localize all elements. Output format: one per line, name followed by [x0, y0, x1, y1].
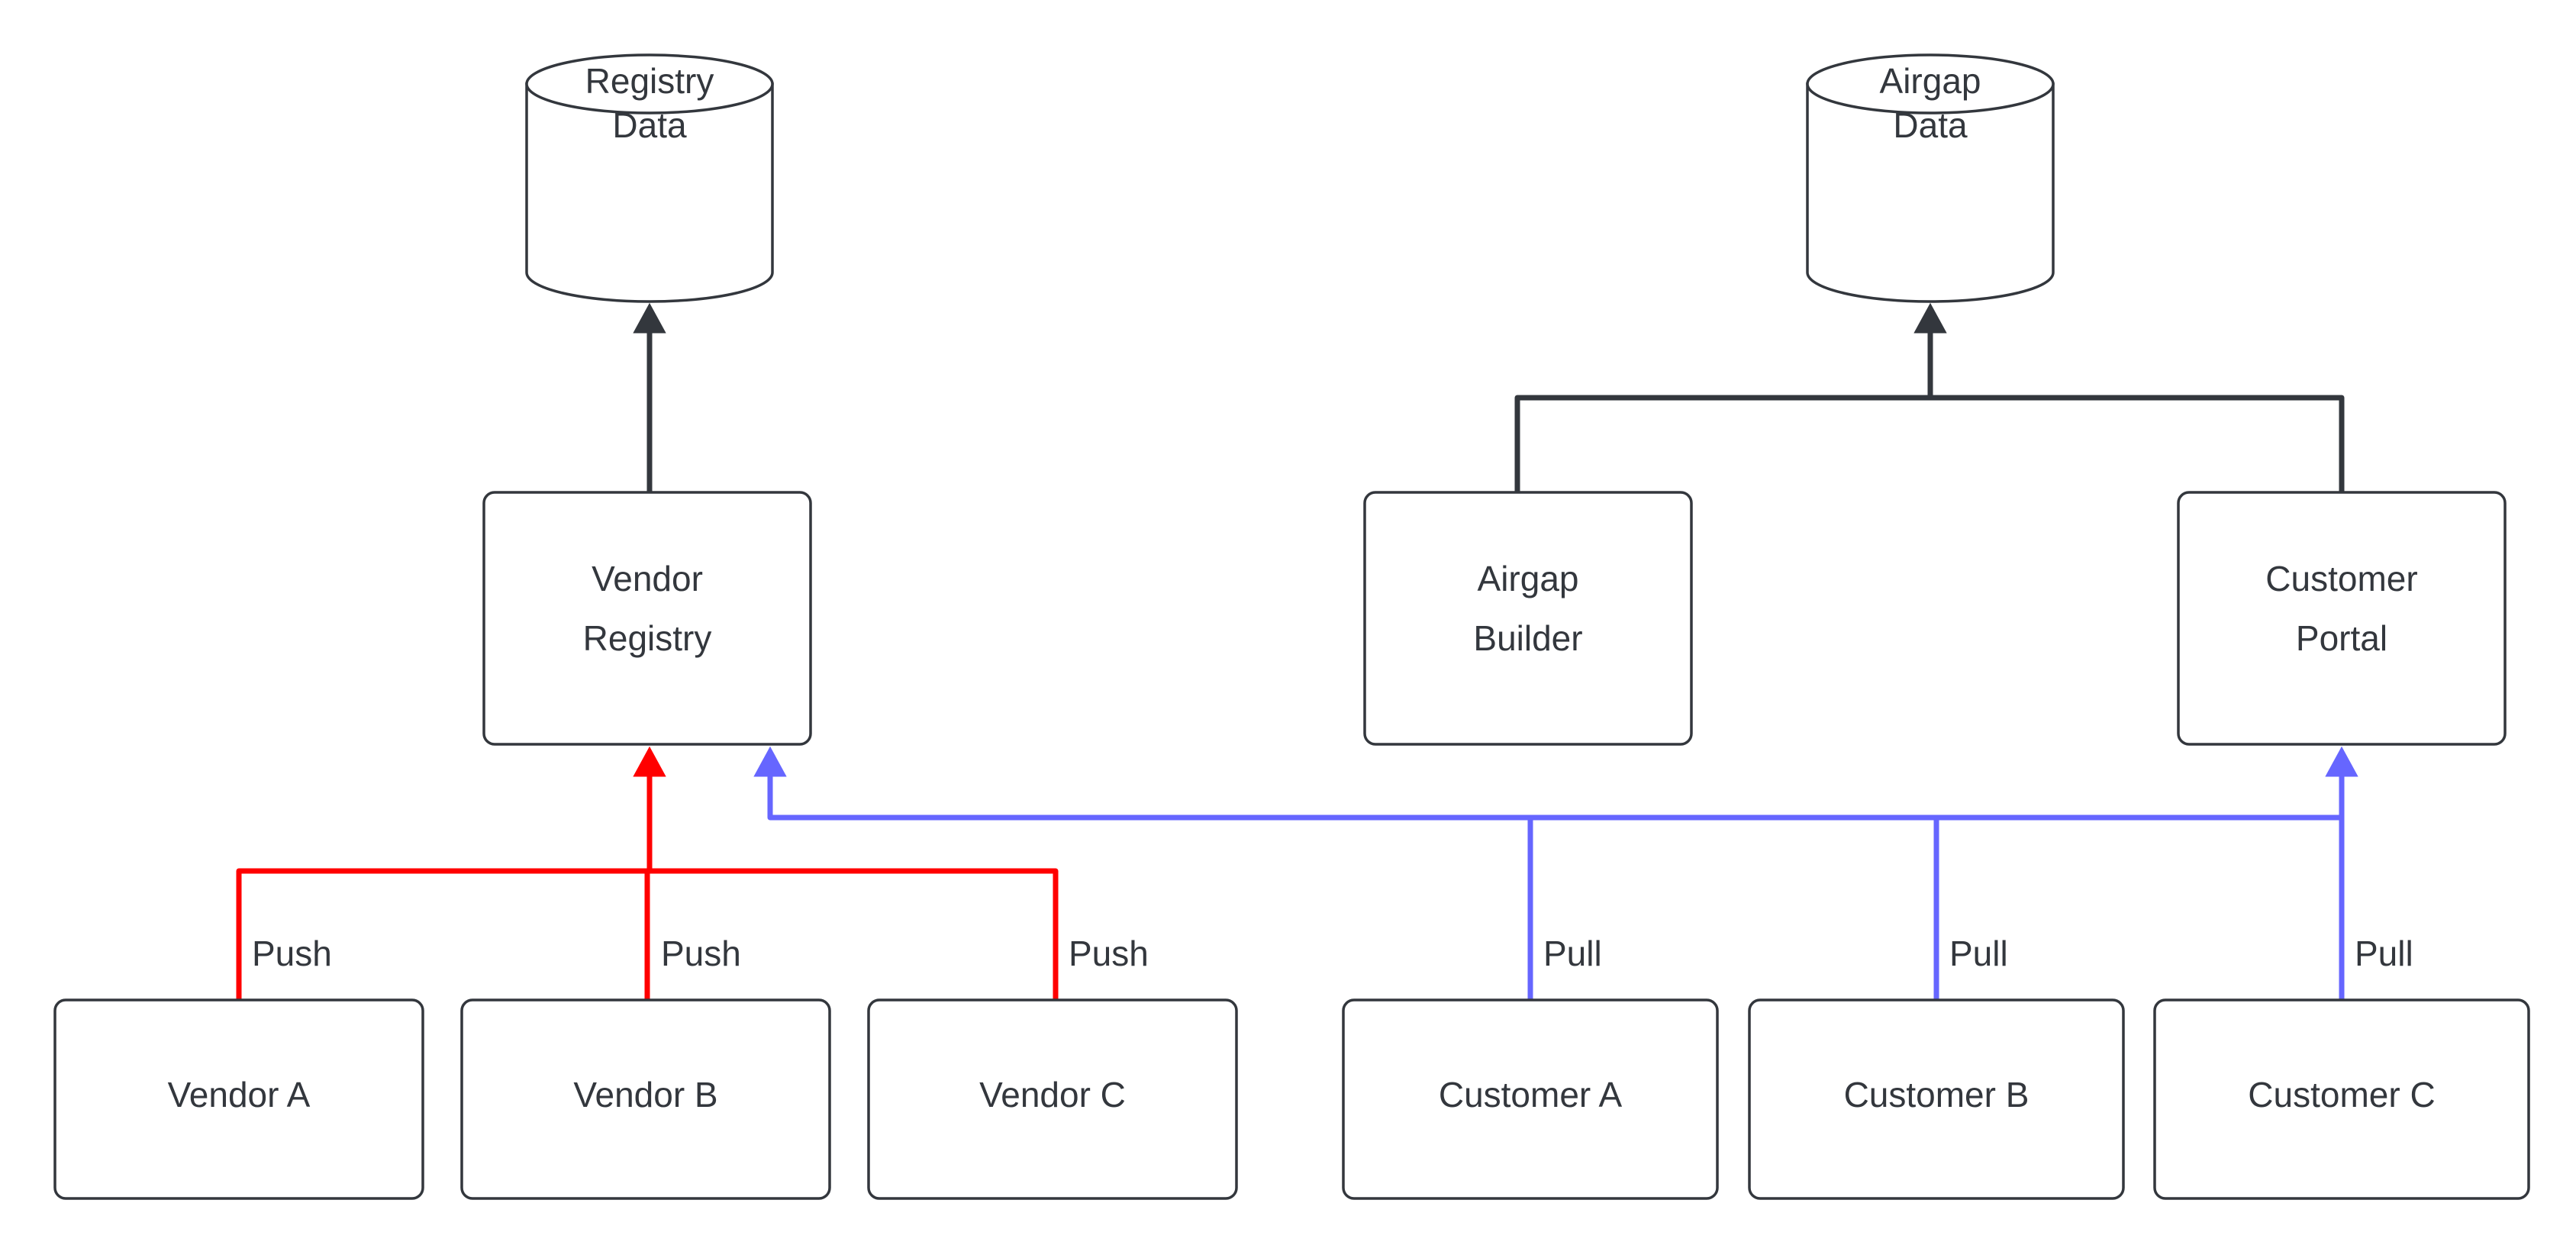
edge-push-vendor-c — [650, 868, 1059, 1000]
node-customer-portal-line1: Customer — [2265, 559, 2417, 598]
edge-label-push-vendor-c: Push — [1069, 934, 1149, 973]
node-customer-c-label: Customer C — [2248, 1075, 2435, 1114]
node-vendor-b[interactable]: Vendor B — [460, 998, 831, 1200]
edge-label-pull-customer-a: Pull — [1543, 934, 1602, 973]
edge-label-pull-customer-c: Pull — [2355, 934, 2413, 973]
node-vendor-registry-line2: Registry — [583, 618, 712, 658]
node-vendor-a-label: Vendor A — [168, 1075, 311, 1114]
edge-pull-customer-a — [753, 746, 1533, 1000]
edge-label-pull-customer-b: Pull — [1949, 934, 2008, 973]
node-vendor-registry[interactable]: Vendor Registry — [482, 491, 812, 746]
node-vendor-b-label: Vendor B — [573, 1075, 717, 1114]
node-vendor-c-label: Vendor C — [979, 1075, 1126, 1114]
edge-label-push-vendor-b: Push — [661, 934, 741, 973]
node-airgap-builder[interactable]: Airgap Builder — [1363, 491, 1693, 746]
node-customer-a[interactable]: Customer A — [1342, 998, 1719, 1200]
node-customer-b-label: Customer B — [1844, 1075, 2030, 1114]
node-airgap-builder-line1: Airgap — [1478, 559, 1579, 598]
datastore-airgap-data: Airgap Data — [1806, 53, 2055, 303]
node-customer-portal-line2: Portal — [2296, 618, 2387, 658]
node-vendor-registry-line1: Vendor — [592, 559, 703, 598]
datastore-registry-data: Registry Data — [525, 53, 774, 303]
edge-label-push-vendor-a: Push — [252, 934, 332, 973]
node-airgap-builder-line2: Builder — [1473, 618, 1582, 658]
datastore-registry-data-line2: Data — [612, 105, 687, 145]
edge-customer-portal-to-airgap-data — [1930, 395, 2345, 492]
node-customer-c[interactable]: Customer C — [2153, 998, 2530, 1200]
datastore-airgap-data-line2: Data — [1893, 105, 1968, 145]
node-vendor-a[interactable]: Vendor A — [53, 998, 424, 1200]
node-customer-b[interactable]: Customer B — [1748, 998, 2125, 1200]
node-customer-portal[interactable]: Customer Portal — [2177, 491, 2507, 746]
datastore-registry-data-line1: Registry — [585, 61, 714, 101]
node-customer-a-label: Customer A — [1439, 1075, 1623, 1114]
datastore-airgap-data-line1: Airgap — [1880, 61, 1981, 101]
edge-push-vendor-a — [236, 746, 666, 1000]
edge-airgap-builder-to-airgap-data — [1514, 302, 1947, 492]
node-vendor-c[interactable]: Vendor C — [867, 998, 1238, 1200]
